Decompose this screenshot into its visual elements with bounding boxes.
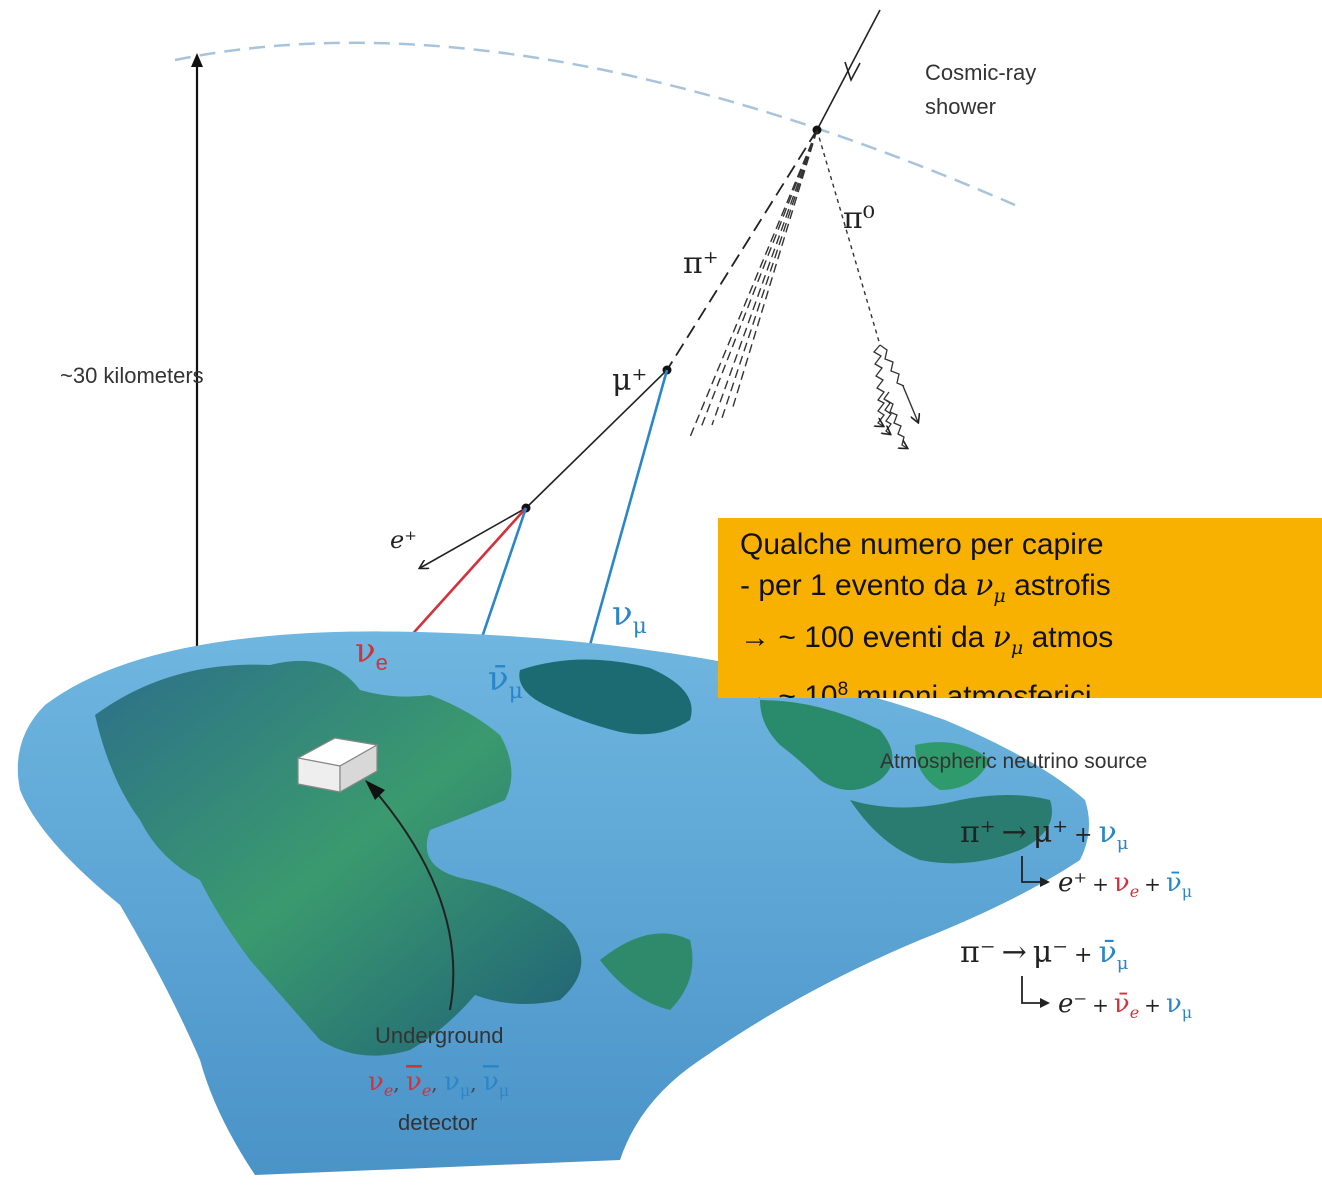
hadron-track-2	[699, 129, 818, 431]
nu-mu-label: νμ	[612, 594, 647, 639]
callout-nu-mu-1: νμ	[975, 568, 1006, 607]
pi0-track	[816, 129, 881, 346]
pi0-label: π⁰	[843, 201, 875, 236]
callout-line-4-prefix: → ~ 10	[740, 680, 838, 698]
e-plus-label: e⁺	[390, 526, 417, 554]
electron-track-right	[902, 385, 918, 422]
decay-arrow-1	[1021, 856, 1040, 883]
callout-line-2: - per 1 evento da νμ astrofis	[740, 565, 1322, 617]
photon-left	[872, 344, 884, 426]
pi-plus-track	[666, 129, 818, 371]
callout-line-4: → ~ 108 muoni atmosferici	[740, 669, 1322, 698]
atmosphere-boundary	[174, 41, 1016, 207]
detector-pointer	[369, 784, 455, 1011]
callout-line-3-suffix: atmos	[1023, 621, 1114, 654]
decay-arrow-2-head	[1040, 998, 1050, 1008]
subshower-left	[884, 391, 891, 434]
distance-label: ~30 kilometers	[60, 363, 204, 388]
decay-arrow-2	[1021, 976, 1040, 1004]
hadron-track-1	[689, 129, 818, 438]
detector-flavor-list: νe, νe, νμ, νμ	[368, 1067, 509, 1100]
reaction-pi-plus: π⁺→μ⁺+νμ	[960, 815, 1129, 854]
callout-exponent: 8	[837, 679, 849, 698]
primary-ray-arrowhead	[844, 61, 861, 83]
pi-plus-label: π⁺	[683, 246, 719, 281]
callout-line-3: → ~ 100 eventi da νμ atmos	[740, 617, 1322, 669]
decay-mu-minus: e⁻+ν̄e+νμ	[1058, 989, 1192, 1022]
hadron-track-5	[731, 129, 818, 411]
detector-box	[296, 737, 379, 794]
nu-e-label: νe	[355, 631, 388, 675]
continent-east	[760, 700, 893, 790]
callout-nu-mu-2: νμ	[992, 620, 1024, 659]
continent-north	[519, 659, 692, 735]
decay-mu-plus: e⁺+νe+ν̄μ	[1058, 868, 1192, 901]
callout-line-3-prefix: → ~ 100 eventi da	[740, 621, 993, 654]
decay-arrow-1-head	[1040, 877, 1050, 887]
positron-track	[420, 507, 527, 568]
mu-plus-label: μ⁺	[612, 363, 647, 398]
callout-line-2-prefix: - per 1 evento da	[740, 569, 976, 602]
nubar-mu-label: ν̄μ	[488, 659, 523, 704]
continent-far-east	[850, 795, 1052, 864]
hadron-track-4	[721, 129, 818, 419]
callout-line-4-suffix: muoni atmosferici	[848, 680, 1092, 698]
photon-right	[879, 344, 905, 387]
source-title: Atmospheric neutrino source	[880, 750, 1147, 773]
island-east	[915, 742, 990, 790]
earth-surface	[17, 631, 1089, 1175]
detector-pointer-head	[365, 780, 385, 800]
hadron-track-3	[711, 129, 818, 426]
continent-main	[95, 660, 582, 1056]
greenland-west	[600, 933, 693, 1010]
subshower-right	[885, 399, 907, 448]
muon-track	[525, 369, 668, 509]
detector-label-line1: Underground	[375, 1023, 503, 1048]
highlight-callout-box: Qualche numero per capire - per 1 evento…	[718, 518, 1322, 698]
callout-line-2-suffix: astrofis	[1005, 569, 1111, 602]
cosmic-ray-label-line2: shower	[925, 94, 996, 119]
detector-label-line3: detector	[398, 1110, 478, 1135]
reaction-pi-minus: π⁻→μ⁻+ν̄μ	[960, 935, 1129, 974]
callout-line-1: Qualche numero per capire	[740, 528, 1104, 561]
cosmic-ray-label-line1: Cosmic-ray	[925, 60, 1036, 85]
